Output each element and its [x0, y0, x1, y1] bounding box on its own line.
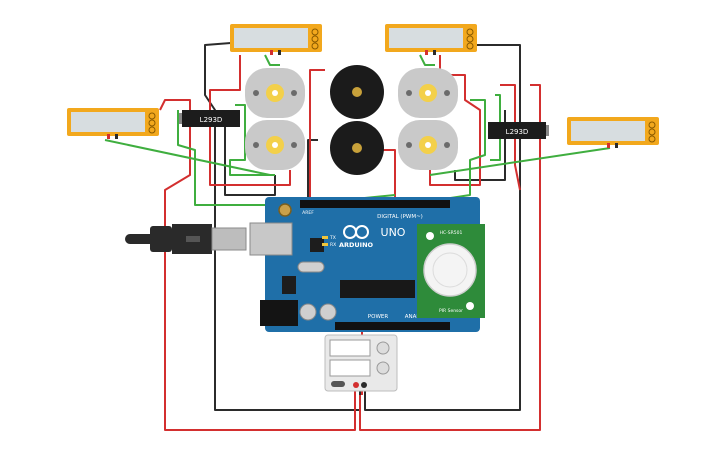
dc-motor-bottom-right[interactable] [398, 120, 458, 170]
pir-dome-icon [423, 243, 477, 297]
piezo-buzzer-top[interactable] [330, 65, 384, 119]
dc-motor-top-left[interactable] [245, 68, 305, 118]
motor-driver-right[interactable]: L293D [488, 122, 549, 139]
meter-port-icon[interactable] [466, 28, 474, 36]
meter-port-icon[interactable] [648, 121, 656, 129]
power-jack[interactable] [260, 300, 298, 326]
meter-port-icon[interactable] [311, 28, 319, 36]
tx-led [322, 236, 328, 239]
pir-pot-icon[interactable] [466, 302, 474, 310]
aref-label: AREF [302, 210, 314, 216]
usb-plug-icon [211, 227, 247, 251]
power-analog-header[interactable] [335, 322, 450, 330]
pir-label-bottom: PIR Sensor [439, 308, 463, 314]
capacitor-icon [299, 303, 317, 321]
board-model: UNO [381, 226, 406, 239]
wire-red-center-right[interactable] [380, 149, 396, 200]
usb-cable[interactable] [125, 224, 247, 254]
multimeter-left[interactable] [67, 108, 159, 139]
battery-terminal-negative[interactable] [361, 382, 367, 388]
motor-driver-left[interactable]: L293D [179, 110, 240, 127]
meter-port-icon[interactable] [148, 112, 156, 120]
atmega-chip [340, 280, 415, 298]
usb-cable-end [125, 234, 155, 244]
crystal-oscillator [297, 261, 325, 273]
wire-red-left-top[interactable] [209, 55, 291, 186]
piezo-buzzer-bottom[interactable] [330, 121, 384, 175]
wire-black-right-loop[interactable] [364, 44, 521, 411]
wire-green-left-meter[interactable] [104, 139, 271, 176]
wire-green-top-right[interactable] [419, 54, 435, 66]
driver-label: L293D [506, 128, 529, 136]
wire-black-center[interactable] [307, 139, 318, 200]
digital-label: DIGITAL (PWM~) [377, 214, 423, 220]
battery-switch[interactable] [331, 381, 345, 387]
dc-motor-top-right[interactable] [398, 68, 458, 118]
battery-cell-icon [376, 341, 390, 355]
tx-label: TX [329, 235, 336, 241]
battery-cell-icon [376, 361, 390, 375]
wire-green-right-meter[interactable] [429, 147, 611, 176]
rx-led [322, 243, 328, 246]
meter-port-icon[interactable] [648, 128, 656, 136]
battery-pack[interactable] [324, 334, 398, 392]
battery-terminal-positive[interactable] [353, 382, 359, 388]
digital-header[interactable] [300, 200, 450, 208]
dc-motor-bottom-left[interactable] [245, 120, 305, 170]
wire-green-left-loop[interactable] [229, 104, 275, 176]
capacitor-icon [319, 303, 337, 321]
pir-label-top: HC-SR501 [440, 230, 463, 236]
multimeter-top-left[interactable] [230, 24, 322, 55]
meter-port-icon[interactable] [466, 42, 474, 50]
wire-red-left-outer[interactable] [159, 99, 356, 431]
wire-green-top-left[interactable] [264, 54, 280, 66]
board-brand: ARDUINO [339, 241, 374, 249]
meter-port-icon[interactable] [311, 35, 319, 43]
meter-port-icon[interactable] [466, 35, 474, 43]
power-label: POWER [368, 314, 389, 320]
usb-chip [310, 238, 324, 252]
multimeter-top-right[interactable] [385, 24, 477, 55]
pir-pot-icon[interactable] [426, 232, 434, 240]
driver-label: L293D [200, 116, 223, 124]
meter-port-icon[interactable] [311, 42, 319, 50]
voltage-regulator [282, 276, 296, 294]
meter-port-icon[interactable] [148, 126, 156, 134]
multimeter-right[interactable] [567, 117, 659, 148]
board-usb-port[interactable] [249, 222, 293, 256]
meter-port-icon[interactable] [148, 119, 156, 127]
wire-red-right-outer[interactable] [359, 84, 541, 431]
reset-button[interactable] [278, 203, 292, 217]
rx-label: RX [330, 242, 336, 248]
wire-red-center-left[interactable] [309, 69, 331, 216]
meter-port-icon[interactable] [648, 135, 656, 143]
pir-sensor[interactable]: HC-SR501 PIR Sensor [417, 224, 485, 318]
